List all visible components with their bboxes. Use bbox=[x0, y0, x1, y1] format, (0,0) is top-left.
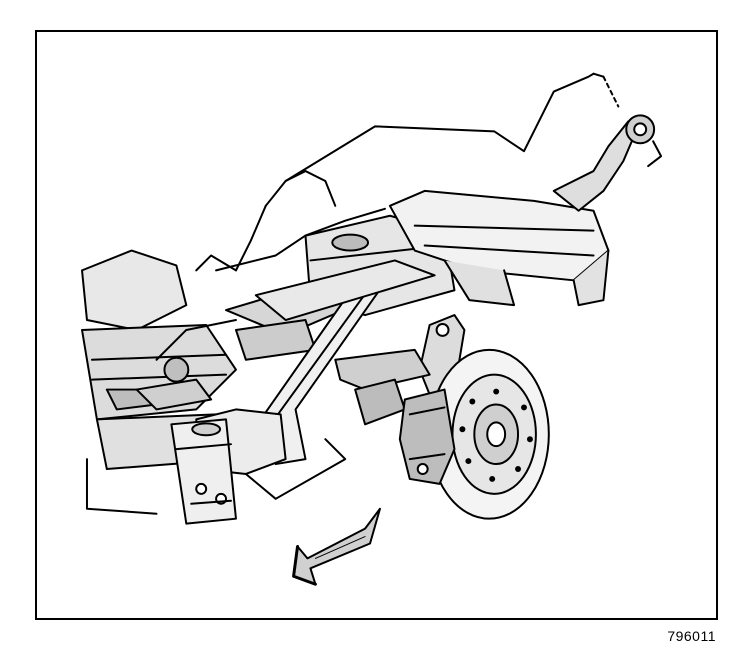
brake-rotor bbox=[428, 348, 550, 520]
frame-rail-right bbox=[215, 189, 610, 322]
figure-frame bbox=[35, 30, 718, 620]
chassis-illustration bbox=[81, 72, 663, 586]
figure-id-label: 796011 bbox=[667, 628, 716, 644]
forward-arrow-icon bbox=[292, 507, 381, 586]
fuel-filler-neck bbox=[552, 114, 663, 212]
brake-caliper bbox=[398, 388, 456, 485]
engine-area bbox=[81, 249, 237, 515]
frame-front-bracket bbox=[170, 418, 237, 525]
fuel-vent-line bbox=[195, 72, 620, 272]
